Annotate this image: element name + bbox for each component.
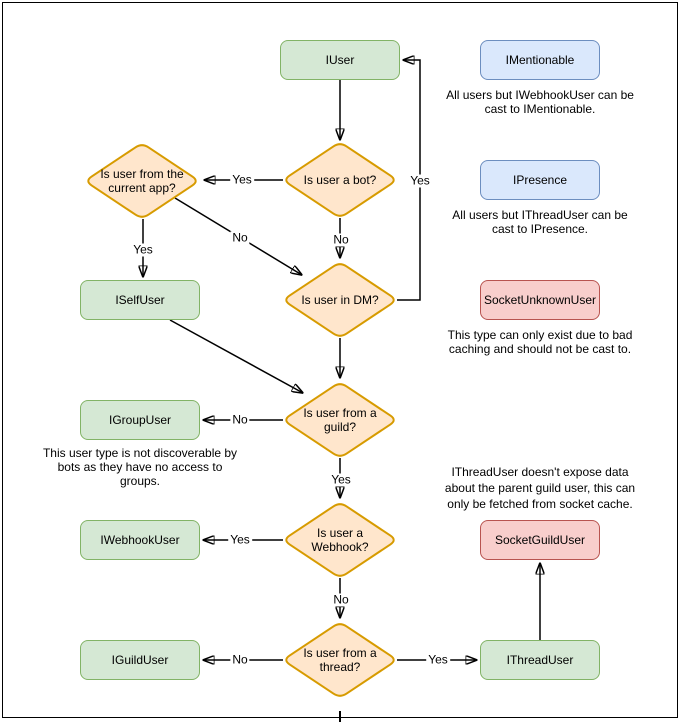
node-iselfuser: ISelfUser [80, 280, 200, 320]
decision-label: Webhook? [311, 540, 369, 554]
caption-line: All users but IThreadUser can be [452, 208, 628, 222]
node-label: SocketUnknownUser [483, 293, 597, 307]
edge-label-thread-no: No [230, 652, 250, 667]
caption-ipresence: All users but IThreadUser can be cast to… [430, 208, 650, 236]
diamond-shape [285, 143, 395, 217]
caption-line: cast to IPresence. [491, 222, 589, 236]
caption-line: groups. [119, 474, 161, 488]
node-label: ISelfUser [115, 293, 165, 307]
caption-line: only be fetched from socket cache. [447, 497, 633, 511]
decision-label: Is user a bot? [303, 173, 377, 187]
node-label: IWebhookUser [100, 533, 180, 547]
edge-label-currentapp-yes: Yes [131, 242, 155, 257]
caption-line: caching and should not be cast to. [448, 342, 632, 356]
caption-imentionable: All users but IWebhookUser can be cast t… [430, 88, 650, 116]
decision-label: Is user in DM? [301, 293, 379, 307]
decision-label: Is user a [316, 526, 364, 540]
caption-line: bots as they have no access to [57, 460, 223, 474]
node-label: IThreadUser [506, 653, 574, 667]
diamond-shape [285, 623, 395, 697]
decision-label: current app? [108, 181, 176, 195]
node-iuser: IUser [280, 40, 400, 80]
edge-label-thread-yes: Yes [426, 652, 450, 667]
node-ipresence: IPresence [480, 160, 600, 200]
decision-is-user-from-thread: Is user from a thread? [283, 622, 397, 698]
node-label: IPresence [512, 173, 568, 187]
diamond-shape [285, 383, 395, 457]
edge-label-webhook-no: No [331, 592, 351, 607]
edge-label-guild-no: No [230, 412, 250, 427]
page-divider-tick [339, 711, 341, 722]
decision-label: thread? [319, 660, 361, 674]
diamond-shape [87, 144, 197, 218]
edge-label-webhook-yes: Yes [228, 532, 252, 547]
caption-line: This user type is not discoverable by [42, 446, 238, 460]
diamond-shape [285, 503, 395, 577]
edge-label-guild-yes: Yes [329, 472, 353, 487]
node-ithreaduser: IThreadUser [480, 640, 600, 680]
edge-label-dm-yes: Yes [408, 173, 432, 188]
node-iwebhookuser: IWebhookUser [80, 520, 200, 560]
decision-label: Is user from the [100, 167, 184, 181]
caption-line: about the parent guild user, this can [444, 481, 636, 495]
node-socketguilduser: SocketGuildUser [480, 520, 600, 560]
node-label: IGuildUser [111, 653, 169, 667]
decision-is-user-a-bot: Is user a bot? [283, 142, 397, 218]
decision-is-user-a-webhook: Is user a Webhook? [283, 502, 397, 578]
node-imentionable: IMentionable [480, 40, 600, 80]
node-label: IUser [325, 53, 355, 67]
caption-line: cast to IMentionable. [484, 102, 596, 116]
decision-is-user-from-guild: Is user from a guild? [283, 382, 397, 458]
decision-label: Is user from a [303, 646, 377, 660]
edge-label-currentapp-no: No [230, 230, 250, 245]
caption-igroupuser: This user type is not discoverable by bo… [26, 446, 254, 488]
node-label: IGroupUser [108, 413, 172, 427]
node-iguilduser: IGuildUser [80, 640, 200, 680]
caption-line: IThreadUser doesn't expose data [451, 465, 629, 479]
decision-is-user-from-current-app: Is user from the current app? [85, 143, 199, 219]
decision-is-user-in-dm: Is user in DM? [283, 262, 397, 338]
edge-label-bot-no: No [331, 232, 351, 247]
node-label: IMentionable [505, 53, 575, 67]
node-igroupuser: IGroupUser [80, 400, 200, 440]
diamond-shape [285, 263, 395, 337]
caption-socketunknownuser: This type can only exist due to bad cach… [430, 328, 650, 356]
caption-ithreaduser: IThreadUser doesn't expose data about th… [425, 464, 655, 512]
caption-line: This type can only exist due to bad [447, 328, 633, 342]
node-label: SocketGuildUser [494, 533, 586, 547]
caption-line: All users but IWebhookUser can be [446, 88, 634, 102]
connector-iselfuser-to-guild [169, 319, 303, 393]
node-socketunknownuser: SocketUnknownUser [480, 280, 600, 320]
decision-label: guild? [323, 420, 357, 434]
decision-label: Is user from a [303, 406, 377, 420]
edge-label-bot-yes: Yes [230, 172, 254, 187]
